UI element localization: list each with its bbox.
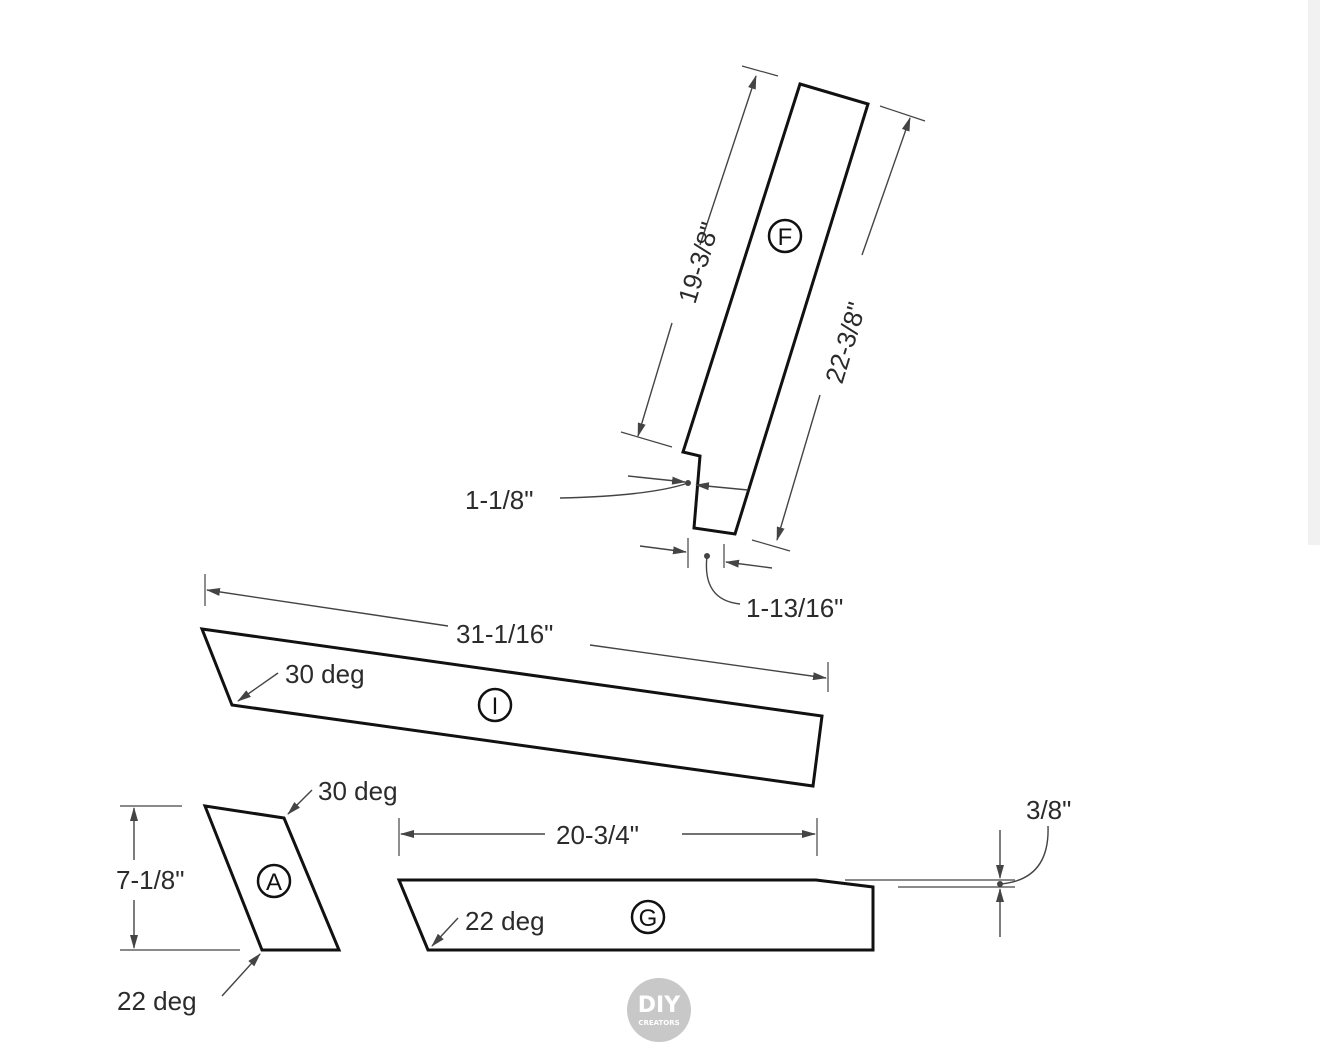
g-length: 20-3/4" bbox=[556, 820, 639, 850]
f-notch-arrow-right bbox=[695, 482, 749, 491]
piece-i-badge bbox=[477, 687, 513, 723]
f-bottom-arrow-left bbox=[639, 545, 687, 555]
piece-i-label: I bbox=[492, 693, 499, 720]
a-bottom-angle-arrow bbox=[221, 953, 261, 997]
f-left-dim-line-bottom bbox=[637, 322, 673, 437]
f-right-dim-line-bottom bbox=[776, 394, 821, 541]
logo-line1: DIY bbox=[638, 993, 681, 1018]
g-taper: 3/8" bbox=[1026, 795, 1071, 825]
piece-g-badge bbox=[630, 899, 666, 935]
logo-line2: CREATORS bbox=[638, 1019, 679, 1027]
i-dim-line-left bbox=[206, 587, 449, 627]
piece-f-outline bbox=[681, 82, 870, 536]
f-bottom-leader bbox=[705, 555, 741, 605]
piece-a-label: A bbox=[266, 869, 282, 896]
f-bottom-arrow-right bbox=[725, 559, 773, 569]
f-right-length: 22-3/8" bbox=[819, 299, 872, 387]
f-right-ext-top bbox=[879, 105, 926, 122]
g-angle: 22 deg bbox=[465, 906, 545, 936]
f-left-ext-top bbox=[741, 65, 779, 77]
a-bottom-angle: 22 deg bbox=[117, 986, 197, 1016]
f-right-dim-line-top bbox=[861, 117, 911, 256]
f-notch-arrow-left bbox=[627, 475, 686, 485]
logo-circle bbox=[627, 978, 691, 1042]
piece-f-badge bbox=[767, 218, 803, 254]
f-left-ext-bottom bbox=[620, 431, 673, 448]
a-top-angle: 30 deg bbox=[318, 776, 398, 806]
piece-i: I 31-1/16" 30 deg bbox=[199, 574, 829, 788]
piece-g-label: G bbox=[639, 905, 658, 932]
f-notch-width: 1-1/8" bbox=[465, 485, 534, 515]
diy-creators-logo: DIY CREATORS bbox=[627, 978, 691, 1042]
piece-g: G 20-3/4" 22 deg 3/8" bbox=[396, 795, 1071, 952]
i-angle: 30 deg bbox=[285, 659, 365, 689]
piece-a: A 30 deg 7-1/8" 22 deg bbox=[116, 776, 398, 1016]
g-angle-arrow bbox=[431, 917, 459, 947]
f-bottom-width: 1-13/16" bbox=[746, 593, 843, 623]
i-length: 31-1/16" bbox=[456, 619, 553, 649]
f-right-ext-bottom bbox=[751, 539, 791, 552]
piece-f: F 19-3/8" 22-3/8" 1-1/8" 1-13/16" bbox=[465, 65, 926, 623]
i-angle-arrow bbox=[237, 672, 279, 702]
i-dim-line-right bbox=[589, 644, 827, 681]
g-taper-leader bbox=[999, 825, 1049, 885]
f-notch-leader bbox=[559, 482, 689, 499]
f-left-dim-line-top bbox=[699, 75, 757, 246]
scrollbar-track[interactable] bbox=[1308, 0, 1320, 545]
a-height: 7-1/8" bbox=[116, 865, 185, 895]
a-top-angle-arrow bbox=[287, 789, 313, 815]
f-left-length: 19-3/8" bbox=[672, 219, 725, 307]
piece-a-badge bbox=[256, 863, 292, 899]
piece-f-label: F bbox=[778, 224, 793, 251]
